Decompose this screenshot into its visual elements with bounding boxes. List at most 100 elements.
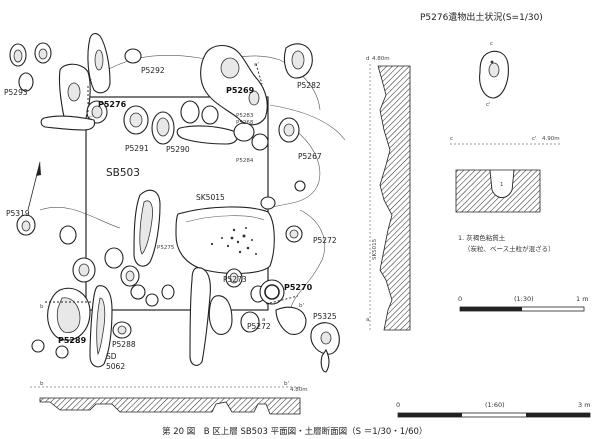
section-c-layer-number: 1 bbox=[500, 182, 504, 188]
pit bbox=[55, 345, 69, 359]
pit-inner bbox=[67, 82, 81, 102]
section-lines bbox=[45, 63, 299, 305]
mark-a: a bbox=[262, 317, 265, 323]
section-c-prime-label: c' bbox=[532, 136, 537, 142]
legend-note-line1: 1. 灰褐色粘質土 bbox=[458, 233, 506, 242]
inset-mark-c-prime: c' bbox=[486, 102, 491, 108]
section-c-label: c bbox=[450, 136, 453, 142]
pit-inner bbox=[94, 49, 104, 71]
section-d-soil bbox=[377, 65, 411, 331]
section-a-label: a bbox=[366, 317, 369, 323]
pit-inner bbox=[117, 325, 127, 335]
section-b-profile: b b' 4.80m bbox=[30, 381, 308, 415]
pit-inner bbox=[91, 105, 103, 119]
label-p5276: P5276 bbox=[98, 100, 127, 109]
label-p5292: P5292 bbox=[141, 66, 165, 75]
trench bbox=[189, 267, 211, 366]
scale-1-30-end: 1 m bbox=[576, 295, 589, 303]
mark-c: c bbox=[89, 78, 92, 84]
trench bbox=[40, 115, 96, 131]
pit-inner bbox=[129, 112, 143, 128]
section-c-profile: c c' 4.90m 1 bbox=[450, 136, 560, 213]
pit bbox=[104, 247, 124, 269]
label-p5269: P5269 bbox=[226, 86, 255, 95]
label-p5272-b: P5272 bbox=[247, 322, 271, 331]
inset-mark-c: c bbox=[490, 41, 493, 47]
pit-inner bbox=[156, 117, 170, 137]
label-p5288: P5288 bbox=[112, 340, 136, 349]
pit-inner bbox=[289, 229, 299, 239]
pit bbox=[176, 125, 239, 145]
figure-caption: 第 20 図 B 区上層 SB503 平面図・土層断面図（S ＝1/30・1/6… bbox=[162, 426, 427, 437]
scale-1-60-third bbox=[526, 413, 590, 417]
pit bbox=[260, 196, 276, 210]
label-sk5015: SK5015 bbox=[196, 193, 225, 202]
section-b-prime-label: b' bbox=[284, 381, 289, 387]
pit bbox=[294, 180, 306, 192]
label-p5283: P5283 bbox=[236, 113, 254, 119]
pit bbox=[18, 72, 34, 92]
pit-inner bbox=[56, 297, 81, 333]
pit-inner bbox=[229, 272, 239, 284]
pit-inner bbox=[13, 49, 23, 63]
scale-bar-1-30: 0 (1:30) 1 m bbox=[458, 295, 589, 312]
pit-sk5015 bbox=[175, 206, 275, 274]
scale-1-60-start: 0 bbox=[396, 401, 400, 409]
pit-inner bbox=[264, 284, 280, 300]
scale-1-60-end: 3 m bbox=[578, 401, 591, 409]
label-p5289: P5289 bbox=[58, 336, 87, 345]
pit bbox=[201, 105, 219, 125]
label-p5275: P5275 bbox=[157, 245, 175, 251]
inset-title: P5276遺物出土状況(S=1/30) bbox=[420, 11, 543, 23]
section-d-elevation: 4.80m bbox=[372, 56, 390, 62]
label-p5325: P5325 bbox=[313, 312, 337, 321]
label-p5290: P5290 bbox=[166, 145, 190, 154]
section-c-elevation: 4.90m bbox=[542, 136, 560, 142]
label-sb503: SB503 bbox=[106, 167, 140, 179]
scale-1-60-third bbox=[398, 413, 462, 417]
label-p5267: P5267 bbox=[298, 152, 322, 161]
scale-1-30-start: 0 bbox=[458, 295, 462, 303]
pit-inner bbox=[78, 263, 90, 277]
pit bbox=[145, 293, 159, 307]
pit-inner bbox=[220, 57, 240, 79]
pit bbox=[130, 284, 146, 300]
scale-1-30-ratio: (1:30) bbox=[514, 295, 534, 303]
mark-b: b bbox=[40, 304, 44, 310]
legend-note-line2: （炭粒、ベース土粒が混ざる） bbox=[464, 244, 555, 253]
pit-inner bbox=[139, 200, 153, 255]
main-plan: P5293 P5292 P5276 P5269 P5282 P5291 P529… bbox=[4, 33, 346, 373]
north-arrow-icon bbox=[27, 161, 41, 211]
pit-inner bbox=[248, 90, 260, 106]
section-d-profile: d 4.80m SK5015 a bbox=[366, 56, 411, 331]
scale-1-30-half bbox=[460, 307, 522, 311]
pit-p5272 bbox=[275, 306, 307, 335]
label-p5273: P5273 bbox=[223, 275, 247, 284]
label-p5319: P5319 bbox=[6, 209, 30, 218]
label-sd-number: 5062 bbox=[106, 362, 125, 371]
section-d-sk-label: SK5015 bbox=[372, 238, 378, 260]
pit-inner bbox=[38, 48, 48, 60]
artifact-scatter bbox=[210, 227, 257, 255]
pit-p5269 bbox=[200, 45, 268, 126]
label-p5272-a: P5272 bbox=[313, 236, 337, 245]
pit-inner bbox=[125, 270, 135, 282]
pit bbox=[161, 284, 175, 300]
mark-c-prime: c' bbox=[89, 115, 94, 121]
label-p5293: P5293 bbox=[4, 88, 28, 97]
pit bbox=[208, 295, 233, 335]
section-d-label: d bbox=[366, 56, 370, 62]
pit-inner bbox=[96, 297, 106, 356]
inset-p5276: P5276遺物出土状況(S=1/30) c c' bbox=[420, 11, 543, 108]
scale-1-60-ratio: (1:60) bbox=[485, 401, 505, 409]
pit-inner bbox=[320, 331, 332, 345]
pit-inner bbox=[21, 220, 31, 232]
label-p5282: P5282 bbox=[297, 81, 321, 90]
scale-bar-1-60: 0 (1:60) 3 m bbox=[396, 401, 591, 418]
pit bbox=[180, 100, 200, 124]
pit-p5284 bbox=[251, 133, 269, 151]
artifact-dot bbox=[490, 60, 494, 64]
label-sd: SD bbox=[106, 352, 117, 361]
